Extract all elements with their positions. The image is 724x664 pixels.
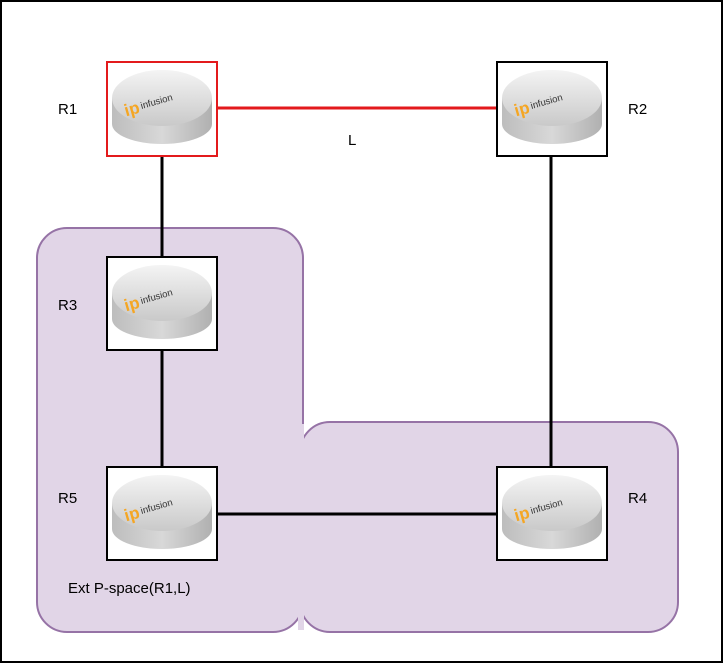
router-r2[interactable]: ip infusion (496, 61, 608, 157)
router-icon: ip infusion (112, 70, 212, 144)
logo-mark: ip (122, 98, 142, 120)
region-label: Ext P-space(R1,L) (68, 580, 191, 597)
router-icon: ip infusion (112, 265, 212, 339)
router-icon: ip infusion (502, 475, 602, 549)
router-r1[interactable]: ip infusion (106, 61, 218, 157)
router-r4[interactable]: ip infusion (496, 466, 608, 561)
logo-mark: ip (512, 98, 532, 120)
region-joint (298, 424, 304, 630)
router-r5[interactable]: ip infusion (106, 466, 218, 561)
link-label-l: L (348, 132, 356, 149)
logo-mark: ip (512, 503, 532, 525)
router-label-r1: R1 (58, 101, 77, 118)
links (160, 106, 553, 516)
region-horizontal-arm (299, 421, 679, 633)
router-icon: ip infusion (112, 475, 212, 549)
logo-mark: ip (122, 503, 142, 525)
router-label-r2: R2 (628, 101, 647, 118)
router-label-r5: R5 (58, 490, 77, 507)
logo-mark: ip (122, 293, 142, 315)
router-icon: ip infusion (502, 70, 602, 144)
router-r3[interactable]: ip infusion (106, 256, 218, 351)
router-label-r3: R3 (58, 297, 77, 314)
router-label-r4: R4 (628, 490, 647, 507)
